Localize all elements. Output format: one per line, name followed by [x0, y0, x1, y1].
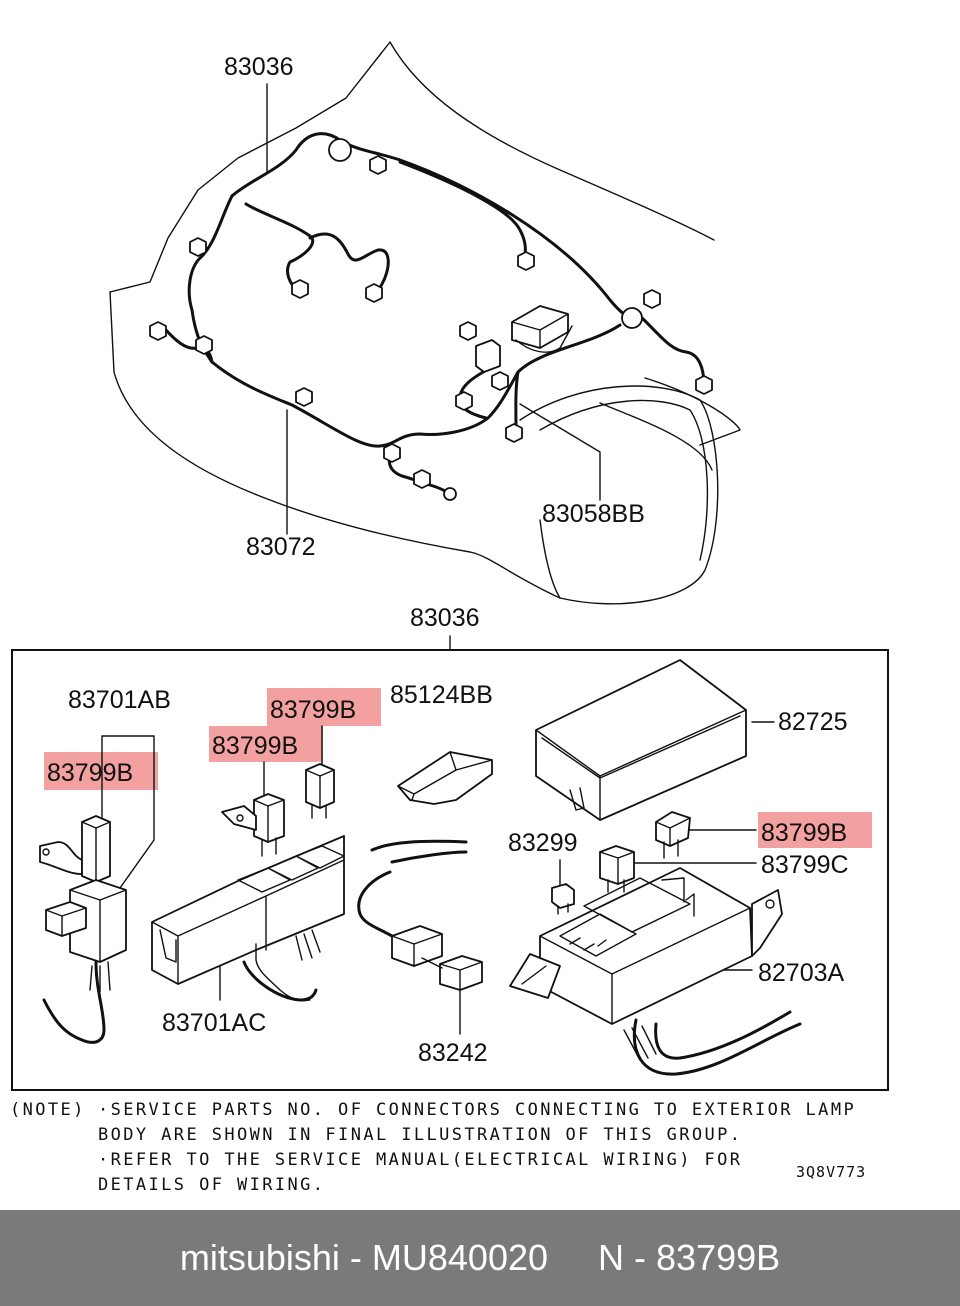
- label-bracket: 85124BB: [390, 681, 493, 709]
- label-fuse-box: 82703A: [758, 959, 845, 987]
- engine-compartment-view: 83036 83072 83058BB: [109, 41, 741, 605]
- note-row-2: BODY ARE SHOWN IN FINAL ILLUSTRATION OF …: [10, 1123, 910, 1148]
- label-front-harness: 83072: [246, 533, 316, 561]
- note-line-2: BODY ARE SHOWN IN FINAL ILLUSTRATION OF …: [98, 1125, 743, 1145]
- relay-connector-ab: [39, 815, 127, 1044]
- footer-part-number: mitsubishi - MU840020 N - 83799B: [179, 1237, 781, 1278]
- wiring-diagram: 83036 83072 83058BB 83036 83701AB 83799B…: [11, 41, 889, 1091]
- label-detail-harness: 83036: [410, 604, 480, 632]
- label-relay-box: 83701AC: [162, 1009, 266, 1037]
- detail-view: 83036 83701AB 83799B 83799B 83799B 85124…: [11, 604, 889, 1091]
- label-relay-d: 83799B: [761, 819, 847, 847]
- fuse-box-82703a: [509, 867, 802, 1076]
- relay-box: [151, 835, 345, 1002]
- label-fuse-cover: 82725: [778, 708, 848, 736]
- highlight-relay-a: [267, 688, 381, 726]
- note-line-3: ·REFER TO THE SERVICE MANUAL(ELECTRICAL …: [98, 1150, 743, 1170]
- label-relay-b: 83799B: [212, 732, 298, 760]
- highlight-relay-c: [44, 752, 158, 790]
- label-relay-harness: 83058BB: [542, 500, 645, 528]
- relay-c-type: [599, 845, 635, 893]
- note-row-3: ·REFER TO THE SERVICE MANUAL(ELECTRICAL …: [10, 1148, 910, 1173]
- highlight-relay-b: [209, 726, 323, 762]
- note-row-4: DETAILS OF WIRING.: [10, 1173, 910, 1198]
- label-relay-c: 83799B: [47, 759, 133, 787]
- label-relay-c-type: 83799C: [761, 851, 849, 879]
- connector-83242: [357, 839, 483, 991]
- bracket-85124bb: [397, 751, 493, 805]
- footer-bar: mitsubishi - MU840020 N - 83799B: [0, 1210, 960, 1306]
- note-line-4: DETAILS OF WIRING.: [98, 1175, 326, 1195]
- note-line-1: ·SERVICE PARTS NO. OF CONNECTORS CONNECT…: [98, 1100, 857, 1120]
- label-relay-connector-ab: 83701AB: [68, 686, 171, 714]
- relay-b: [221, 793, 285, 857]
- relay-d: [655, 811, 691, 859]
- note-lead: (NOTE): [10, 1100, 86, 1120]
- highlight-relay-d: [758, 812, 872, 848]
- fuse-83299: [551, 883, 575, 915]
- fuse-box-cover: [535, 659, 747, 821]
- note-row-1: (NOTE) ·SERVICE PARTS NO. OF CONNECTORS …: [10, 1098, 910, 1123]
- label-top-harness: 83036: [224, 53, 294, 81]
- detail-frame: [11, 649, 889, 1091]
- label-connector-bottom: 83242: [418, 1039, 488, 1067]
- label-fuse: 83299: [508, 829, 578, 857]
- illustration-code: 3Q8V773: [796, 1163, 867, 1181]
- relay-a: [305, 763, 335, 819]
- label-relay-a: 83799B: [270, 696, 356, 724]
- note-block: (NOTE) ·SERVICE PARTS NO. OF CONNECTORS …: [10, 1098, 910, 1198]
